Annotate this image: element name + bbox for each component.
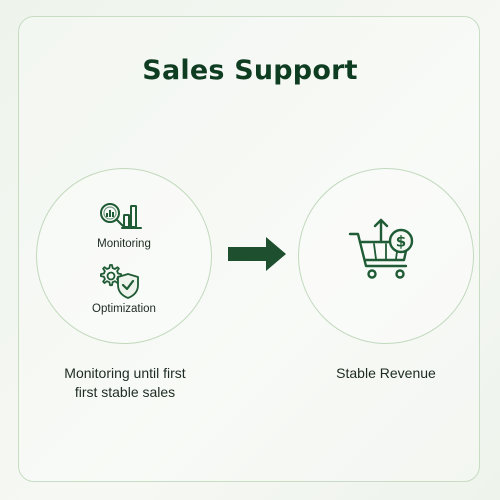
stage-circle-monitoring: [36, 168, 212, 344]
right-arrow-icon: [228, 237, 286, 275]
page-title: Sales Support: [142, 55, 358, 86]
svg-text:$: $: [396, 233, 406, 251]
caption-revenue: Stable Revenue: [336, 365, 436, 381]
caption-line-1: Monitoring until first: [64, 365, 186, 381]
optimization-label: Optimization: [92, 303, 156, 315]
cart-dollar-up-arrow-icon: $: [348, 214, 418, 290]
monitoring-label: Monitoring: [97, 238, 151, 250]
gear-shield-check-icon: [98, 262, 146, 302]
caption-line-2: first stable sales: [74, 384, 176, 400]
caption-monitoring: Monitoring until first first stable sale…: [35, 364, 215, 402]
magnifier-chart-icon: [98, 200, 146, 232]
